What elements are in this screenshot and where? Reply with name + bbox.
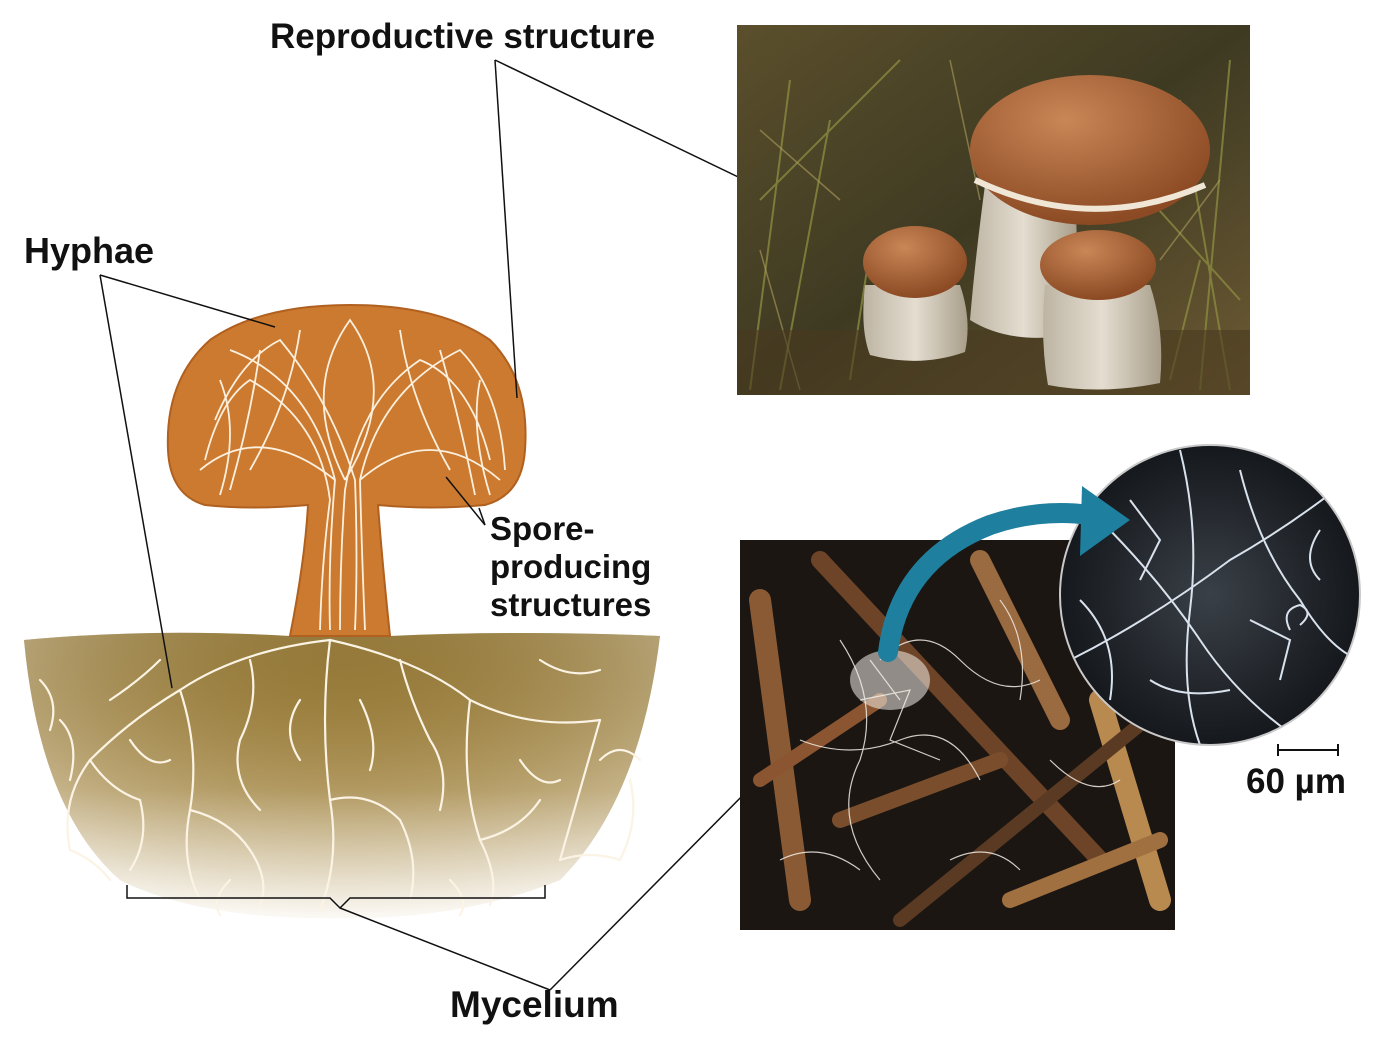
label-hyphae: Hyphae (24, 230, 155, 271)
scale-bar-label: 60 µm (1246, 762, 1346, 801)
soil-block (24, 632, 660, 919)
arrow-icon (878, 486, 1130, 662)
label-spore-line-1: Spore- (490, 510, 595, 547)
label-spore-line-3: structures (490, 586, 652, 623)
mushroom-drawing (166, 303, 527, 637)
label-mycelium: Mycelium (450, 984, 619, 1025)
label-spore-producing-structures: Spore- producing structures (490, 510, 690, 624)
label-spore-line-2: producing (490, 548, 652, 585)
photo-mycelium (740, 540, 1175, 930)
microscope-inset (1059, 444, 1361, 746)
photo-mushrooms (737, 25, 1250, 395)
label-reproductive-structure: Reproductive structure (270, 17, 656, 56)
